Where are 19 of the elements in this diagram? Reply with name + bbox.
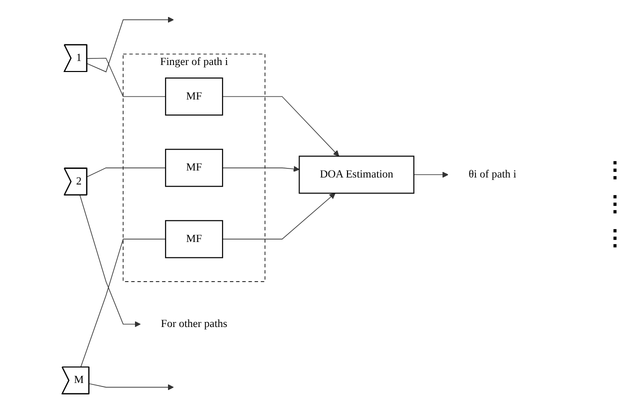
arrow xyxy=(88,383,174,390)
ellipsis-mark: ⋮ xyxy=(603,156,627,182)
node-text: For other paths xyxy=(160,318,228,330)
arrow xyxy=(86,16,174,72)
arrow xyxy=(222,166,300,172)
ellipsis-mark: ⋮ xyxy=(603,190,627,216)
node-box: MF xyxy=(165,148,224,187)
arrow xyxy=(80,194,141,328)
arrow xyxy=(413,172,448,178)
node-box: MF xyxy=(165,220,224,258)
node-box: MF xyxy=(165,78,224,116)
node-box: DOA Estimation xyxy=(298,156,414,194)
ellipsis-mark: ⋮ xyxy=(603,224,627,250)
connector xyxy=(86,168,166,178)
arrow xyxy=(222,96,340,156)
connector xyxy=(80,238,166,368)
node-text: θi of path i xyxy=(468,168,516,180)
arrow xyxy=(222,192,336,240)
connector xyxy=(86,58,166,97)
